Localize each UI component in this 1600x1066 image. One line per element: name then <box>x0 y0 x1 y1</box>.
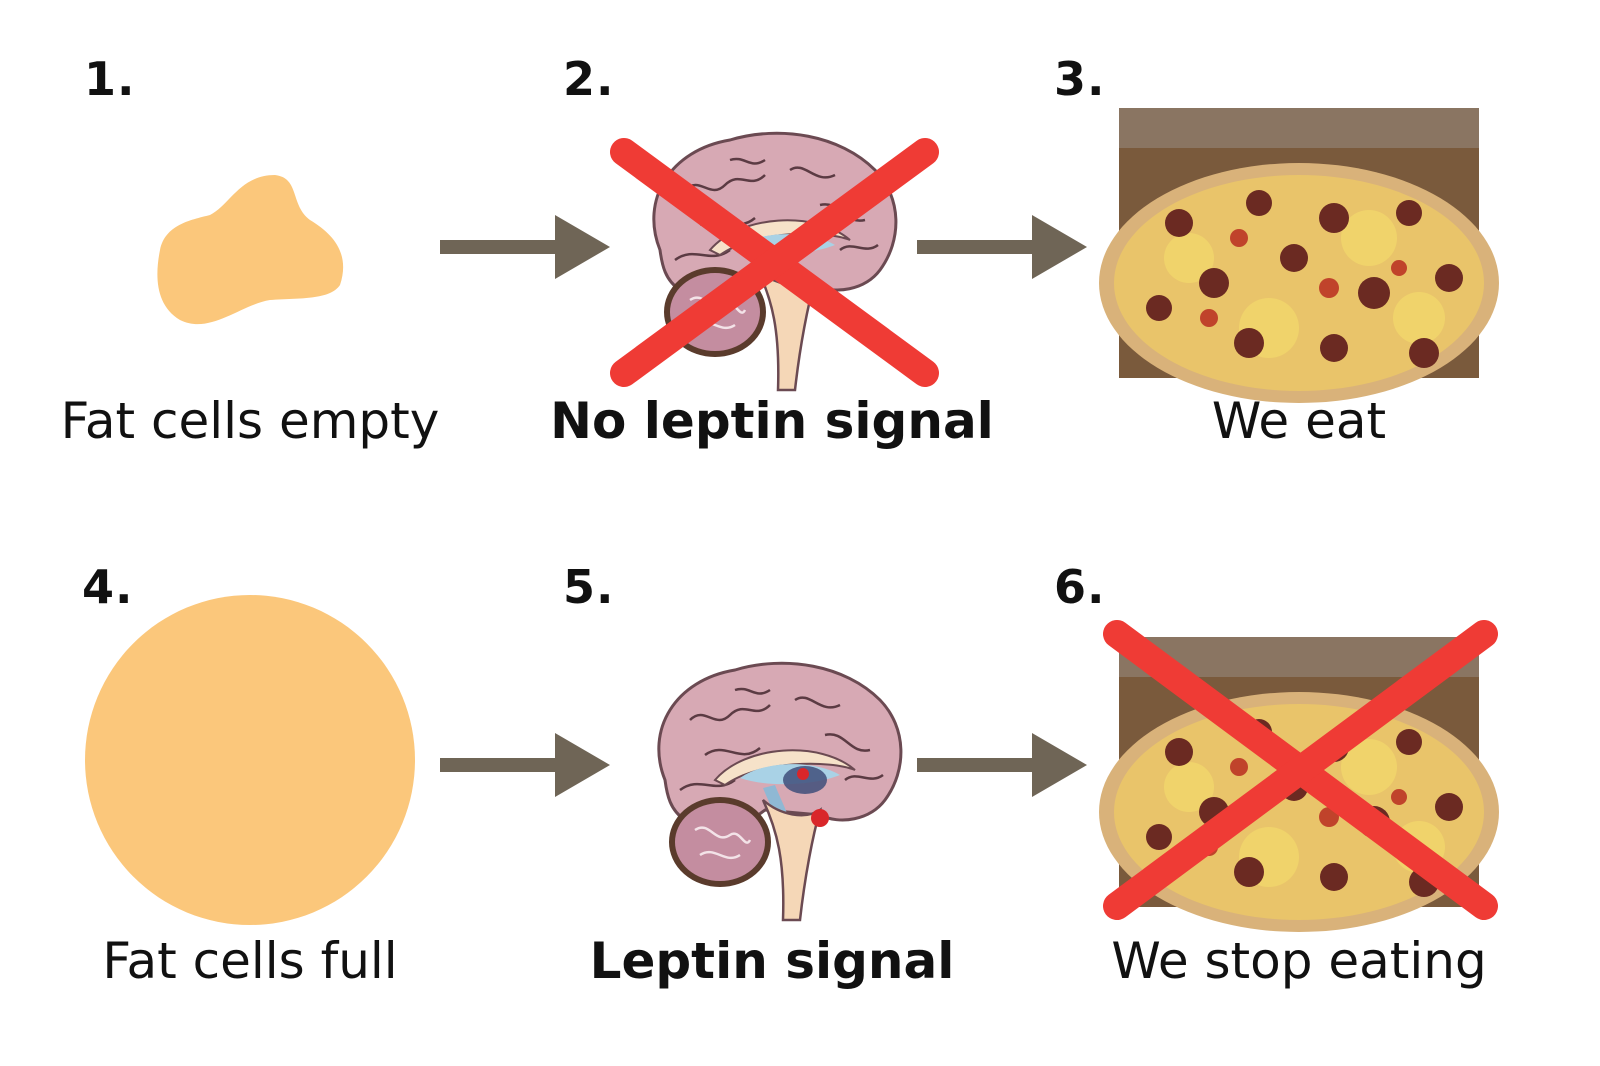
step-number-6: 6. <box>1054 560 1106 614</box>
arrow-right-icon <box>917 733 1087 797</box>
fat-cell-large-icon <box>85 595 415 925</box>
red-cross-icon <box>1103 620 1498 920</box>
caption-we-eat: We eat <box>1211 392 1387 450</box>
step-number-4: 4. <box>82 560 134 614</box>
arrow-right-icon <box>917 215 1087 279</box>
caption-no-leptin-signal: No leptin signal <box>550 392 994 450</box>
red-cross-icon <box>610 138 939 387</box>
caption-we-stop-eating: We stop eating <box>1111 932 1487 990</box>
brain-with-leptin-icon <box>645 660 905 920</box>
step-number-5: 5. <box>563 560 615 614</box>
fat-cell-small-icon <box>157 175 344 325</box>
pizza-photo <box>1099 108 1499 403</box>
step-number-2: 2. <box>563 52 615 106</box>
caption-fat-cells-full: Fat cells full <box>102 932 398 990</box>
step-number-3: 3. <box>1054 52 1106 106</box>
step-number-1: 1. <box>84 52 136 106</box>
caption-fat-cells-empty: Fat cells empty <box>60 392 440 450</box>
arrow-right-icon <box>440 733 610 797</box>
caption-leptin-signal: Leptin signal <box>589 932 955 990</box>
arrow-right-icon <box>440 215 610 279</box>
